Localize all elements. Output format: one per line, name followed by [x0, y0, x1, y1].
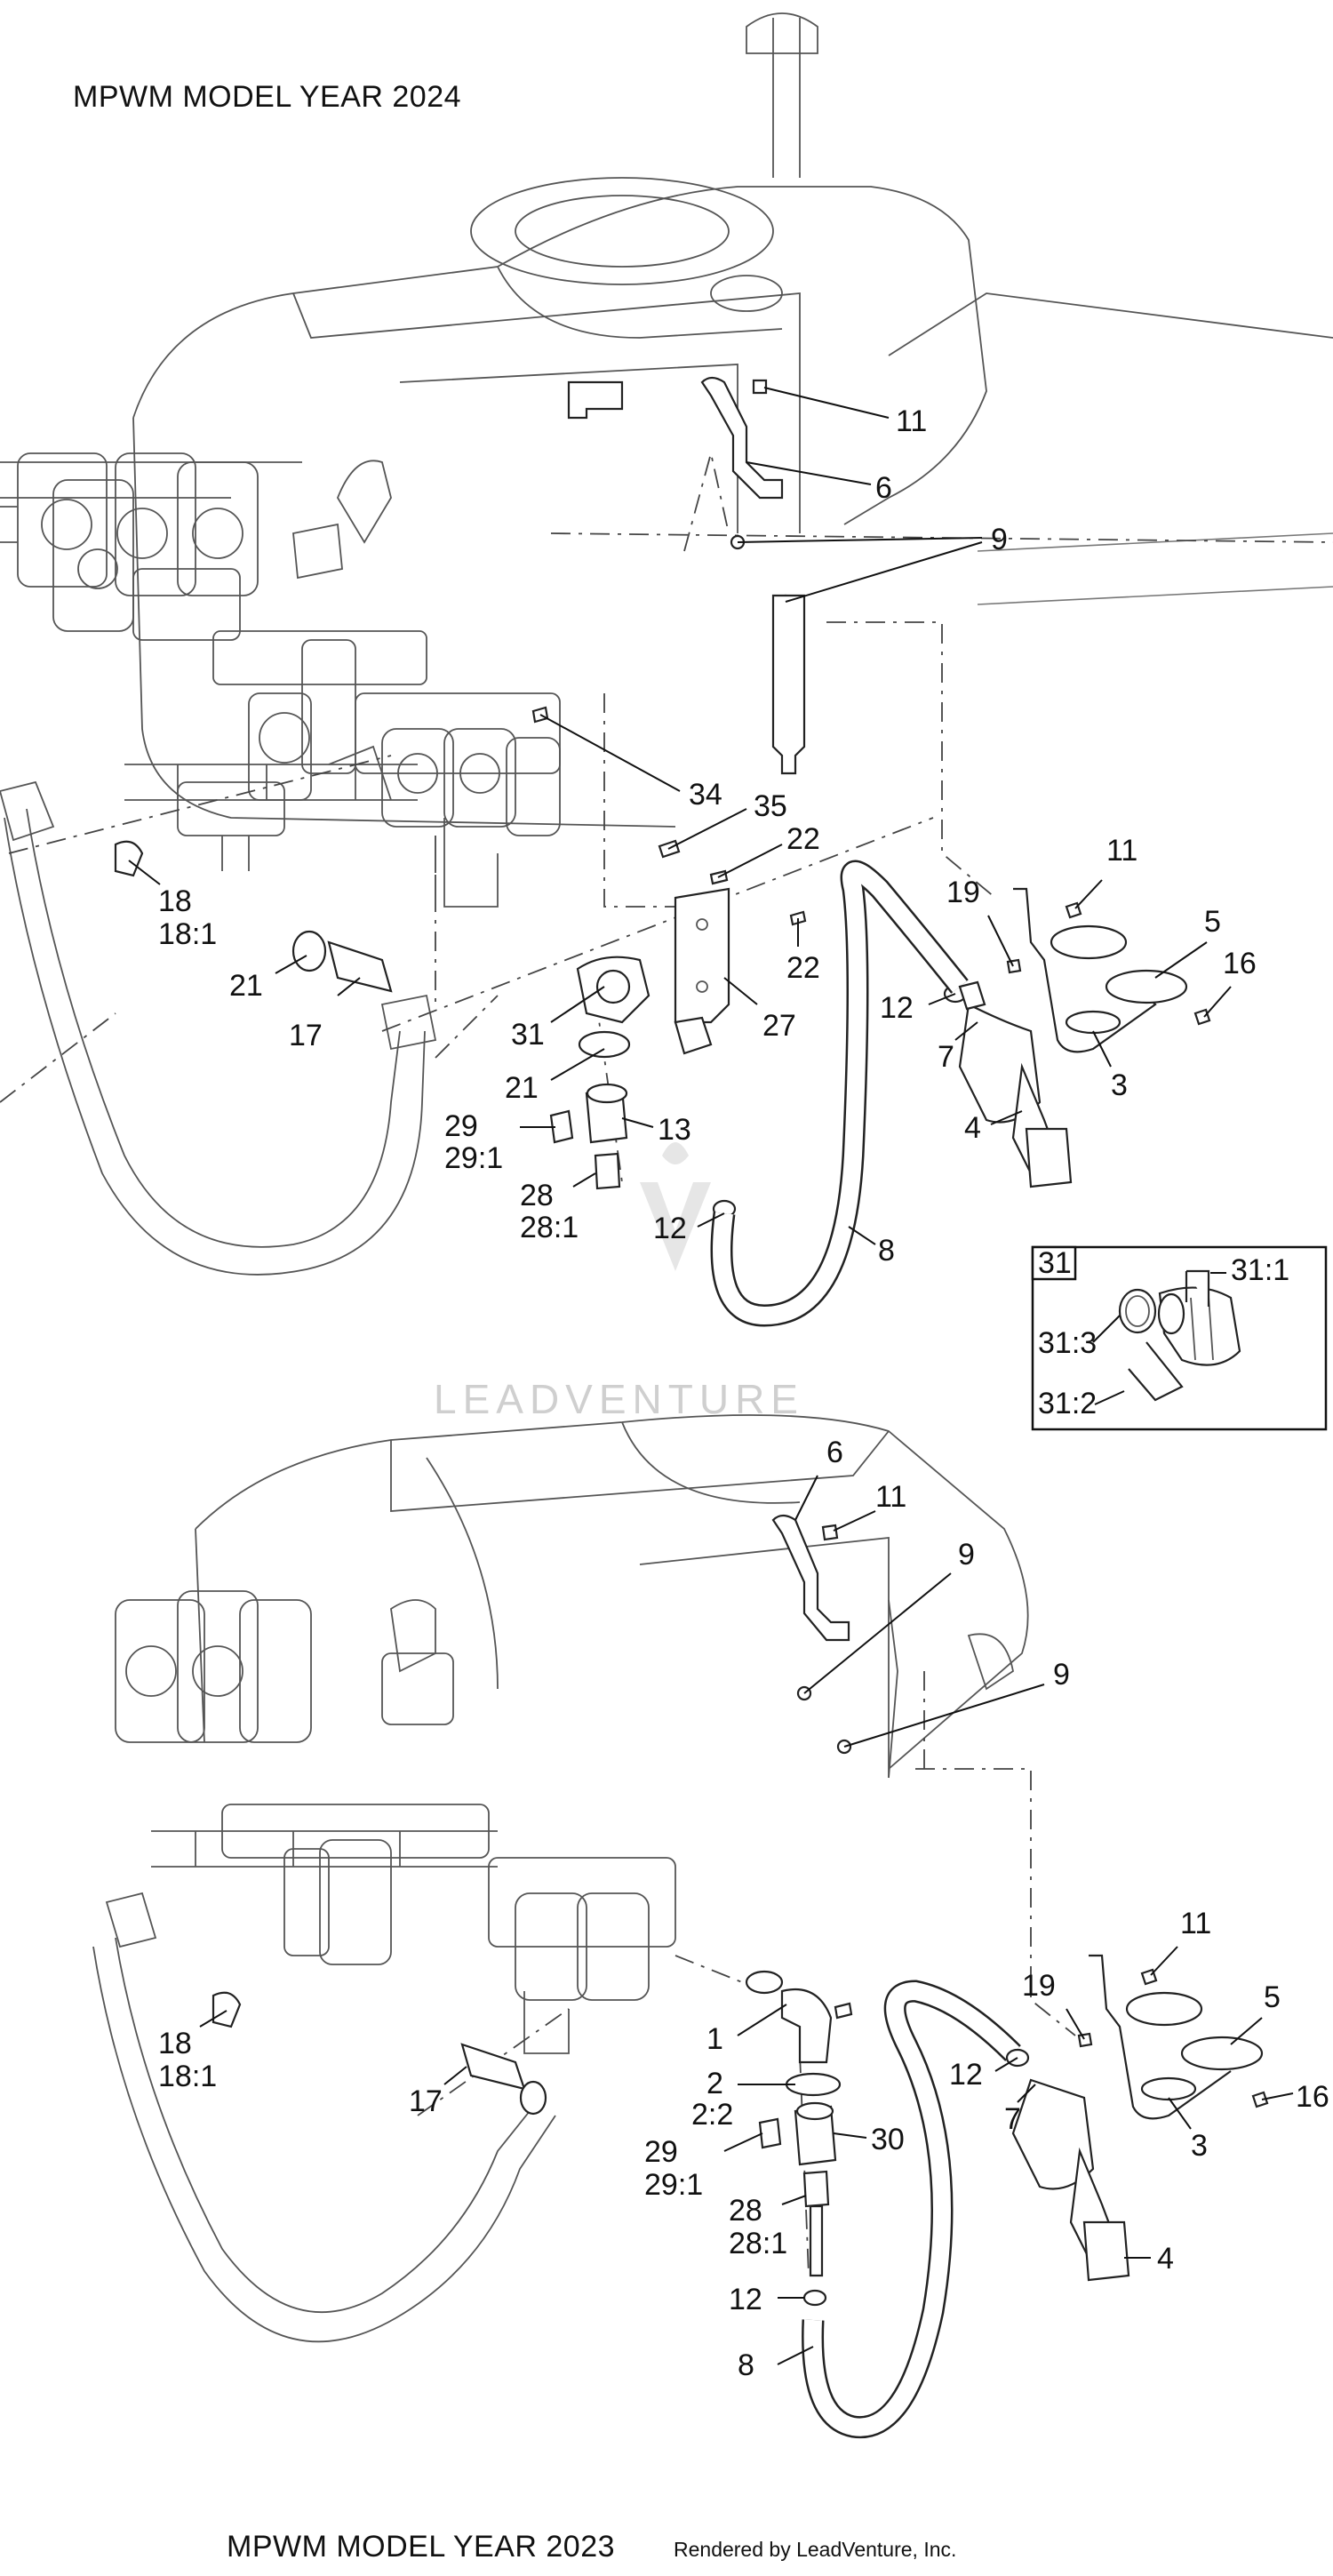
callout: 19: [1022, 1969, 1056, 2003]
callout: 12: [880, 991, 914, 1025]
callout: 1: [706, 2022, 723, 2056]
callout: 18:1: [158, 917, 217, 951]
callout: 8: [878, 1234, 895, 1268]
callout: 17: [409, 2084, 443, 2118]
callout: 21: [229, 969, 263, 1003]
callout: 22: [786, 822, 820, 856]
callout: 6: [875, 471, 892, 505]
callout: 9: [1053, 1658, 1070, 1692]
callout: 9: [958, 1538, 975, 1572]
callout: 29:1: [644, 2168, 703, 2202]
callout: 35: [754, 789, 787, 823]
callout: 12: [653, 1212, 687, 1245]
callout: 11: [896, 404, 927, 438]
title-model-year-2023: MPWM MODEL YEAR 2023: [227, 2530, 615, 2564]
callout: 29:1: [444, 1141, 503, 1175]
leader-lines-2024: [128, 387, 1232, 1245]
callout: 28:1: [729, 2227, 787, 2260]
callout: 18: [158, 884, 192, 918]
callout: 5: [1204, 905, 1221, 939]
callout: 6: [826, 1436, 843, 1469]
callout: 12: [949, 2058, 983, 2092]
callout: 17: [289, 1019, 323, 1052]
parts-2023: [212, 1514, 1269, 2439]
callout: 27: [762, 1009, 796, 1043]
callout: 5: [1264, 1980, 1281, 2014]
callout: 21: [505, 1071, 539, 1105]
callout: 11: [1106, 834, 1137, 868]
callout: 2: [706, 2067, 723, 2100]
callout: 16: [1296, 2080, 1329, 2114]
inset-id: 31: [1038, 1246, 1072, 1280]
callout: 13: [658, 1113, 691, 1147]
inset-callout: 31:2: [1038, 1387, 1097, 1420]
callout: 28: [520, 1179, 554, 1212]
callout: 34: [689, 778, 722, 812]
callout: 16: [1223, 947, 1257, 980]
parts-2024: [114, 376, 1211, 1327]
callout: 29: [444, 1109, 478, 1143]
callout: 28:1: [520, 1211, 579, 1244]
callout: 11: [1180, 1907, 1211, 1940]
callout: 28: [729, 2194, 762, 2228]
callout: 29: [644, 2135, 678, 2169]
leader-lines-2023: [199, 1475, 1294, 2365]
callout: 19: [946, 876, 980, 909]
callout: 9: [991, 523, 1008, 556]
callout: 11: [875, 1480, 906, 1514]
inset-detail-31: 31 31:1 31:3 31:2: [1031, 1245, 1328, 1431]
callout: 3: [1111, 1068, 1128, 1102]
callout: 2:2: [691, 2098, 733, 2132]
callout: 12: [729, 2283, 762, 2316]
callout: 7: [1004, 2102, 1021, 2136]
render-credit: Rendered by LeadVenture, Inc.: [674, 2538, 956, 2561]
inset-callout: 31:3: [1038, 1326, 1097, 1360]
callout: 30: [871, 2123, 905, 2156]
callout: 4: [964, 1111, 981, 1145]
callout: 8: [738, 2348, 754, 2382]
callouts-2023: 6 11 9 9 18 18:1 17 1 2 2:2 30 29 29:1 2…: [158, 1436, 1329, 2382]
machine-2023: [92, 1414, 1076, 2343]
callout: 7: [938, 1040, 954, 1074]
machine-2024: [0, 12, 1333, 1276]
callout: 22: [786, 951, 820, 985]
callout: 3: [1191, 2129, 1208, 2163]
title-model-year-2024: MPWM MODEL YEAR 2024: [73, 80, 461, 114]
inset-callout: 31:1: [1231, 1253, 1289, 1287]
callout: 18:1: [158, 2060, 217, 2093]
callout: 18: [158, 2027, 192, 2060]
callouts-2024: 11 6 9 34 35 22 22 27 11 19 5 16 12 7 3 …: [158, 404, 1257, 1268]
callout: 31: [511, 1018, 545, 1052]
callout: 4: [1157, 2242, 1174, 2276]
